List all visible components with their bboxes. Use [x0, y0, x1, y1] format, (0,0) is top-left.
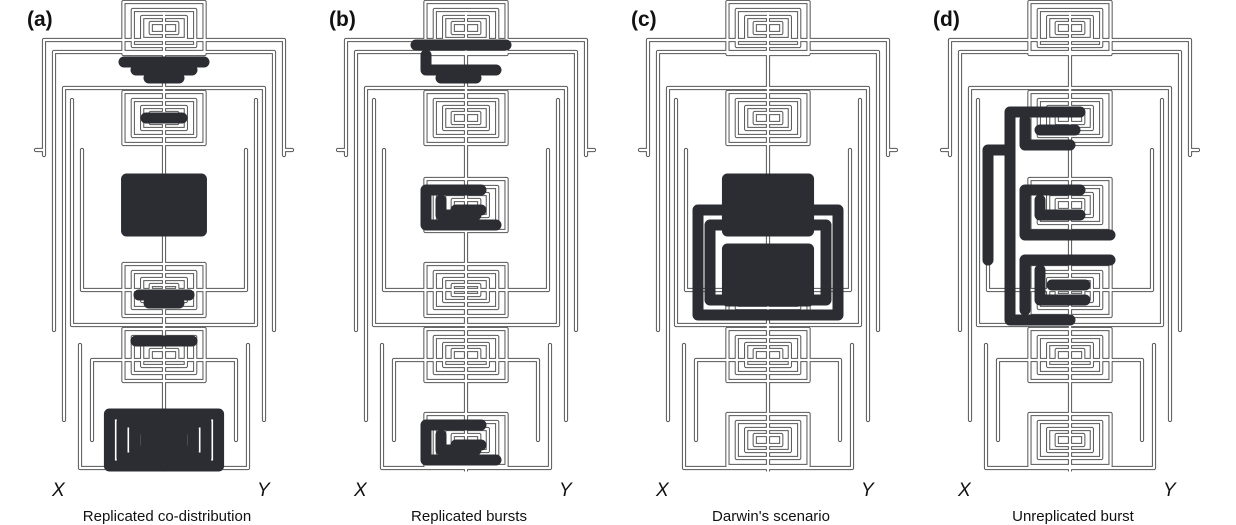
panel-a: (a) X Y Replicated co-distribution: [12, 0, 312, 525]
highlight-top: [118, 56, 210, 84]
x-label: X: [656, 480, 669, 501]
panel-d: (d) X Y Unreplicated burst: [918, 0, 1218, 525]
y-label: Y: [257, 480, 270, 501]
y-label: Y: [559, 480, 572, 501]
tree-diagram: [637, 0, 899, 488]
tree-diagram: [335, 0, 597, 488]
highlight-top: [410, 39, 512, 84]
x-label: X: [52, 480, 65, 501]
y-label: Y: [861, 480, 874, 501]
highlight-cluster-mid: [121, 173, 207, 237]
panel-caption: Unreplicated burst: [1012, 508, 1134, 525]
x-label: X: [354, 480, 367, 501]
panel-c: (c) X Y Darwin's scenario: [616, 0, 916, 525]
highlight-bottom: [420, 419, 502, 466]
highlight-mid: [420, 184, 502, 231]
y-label: Y: [1163, 480, 1176, 501]
panel-caption: Replicated co-distribution: [82, 508, 252, 525]
highlight-large-clade: [692, 173, 844, 321]
tree-diagram: [939, 0, 1201, 488]
x-label: X: [958, 480, 971, 501]
panel-letter: (c): [631, 8, 657, 31]
panel-caption: Replicated bursts: [411, 508, 527, 525]
panel-caption: Darwin's scenario: [712, 508, 830, 525]
panel-letter: (d): [933, 8, 960, 31]
highlight-cluster-bottom: [103, 408, 225, 472]
panel-letter: (b): [329, 8, 356, 31]
panel-b: (b) X Y Replicated bursts: [314, 0, 614, 525]
tree-diagram: [33, 0, 295, 488]
highlight-lower: [133, 289, 195, 309]
highlight-burst: [982, 106, 1116, 326]
panel-letter: (a): [27, 8, 53, 31]
